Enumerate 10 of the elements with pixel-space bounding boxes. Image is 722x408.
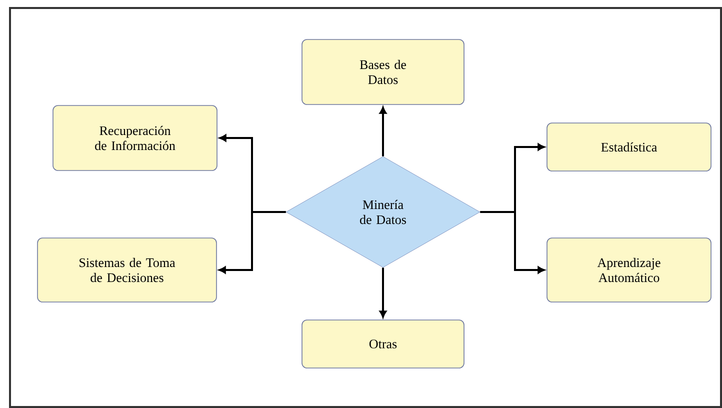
arrow xyxy=(480,211,545,274)
text-box: Estadística xyxy=(546,122,712,172)
text-box: Aprendizaje Automático xyxy=(546,238,712,302)
text-box: Otras xyxy=(302,320,464,368)
text-box: Bases de Datos xyxy=(302,39,464,105)
text-box: Sistemas de Toma de Decisiones xyxy=(37,238,217,302)
arrow xyxy=(379,106,387,156)
text-box: Recuperación de Información xyxy=(52,105,218,171)
arrow xyxy=(218,211,286,274)
arrow xyxy=(379,268,387,318)
